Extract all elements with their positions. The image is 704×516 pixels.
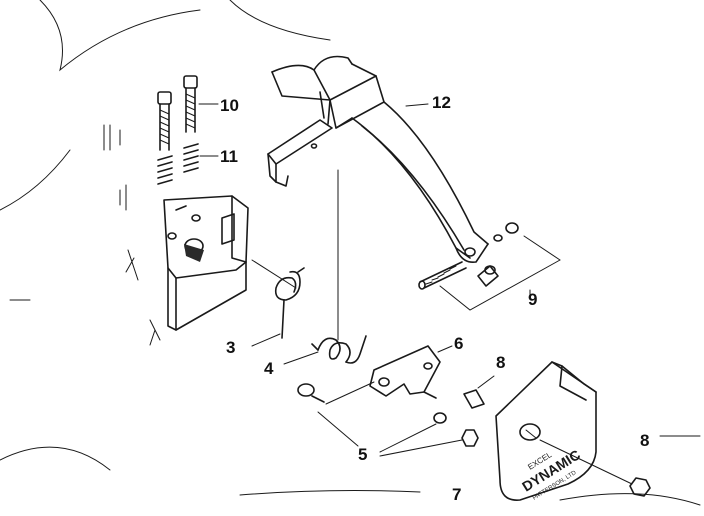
callout-5: 5 (358, 445, 367, 464)
part-7-brand-plate (495, 361, 633, 501)
mounting-bracket (163, 195, 249, 331)
callout-6: 6 (454, 334, 463, 353)
background-sketch (0, 0, 701, 506)
part-9-pivot-hardware (418, 222, 561, 311)
callout-8-upper: 8 (496, 353, 505, 372)
part-4-coil-spring (283, 335, 367, 365)
callout-11: 11 (220, 147, 238, 166)
callout-4: 4 (264, 359, 274, 378)
part-5-fasteners (297, 381, 479, 457)
callout-3: 3 (226, 338, 235, 357)
part-6-latch-plate (369, 345, 453, 399)
leader-lines (251, 169, 339, 341)
part-11-springs (157, 143, 219, 185)
callout-7: 7 (452, 485, 461, 504)
part-8-set-screw (463, 375, 495, 409)
part-3-torsion-spring (251, 267, 305, 347)
callout-8-lower: 8 (640, 431, 649, 450)
callout-9: 9 (528, 290, 537, 309)
part-8-nut (629, 477, 651, 497)
callout-12: 12 (432, 93, 451, 112)
callout-10: 10 (220, 96, 239, 115)
part-10-cap-screws (157, 75, 219, 151)
part-12-arm (267, 55, 489, 264)
